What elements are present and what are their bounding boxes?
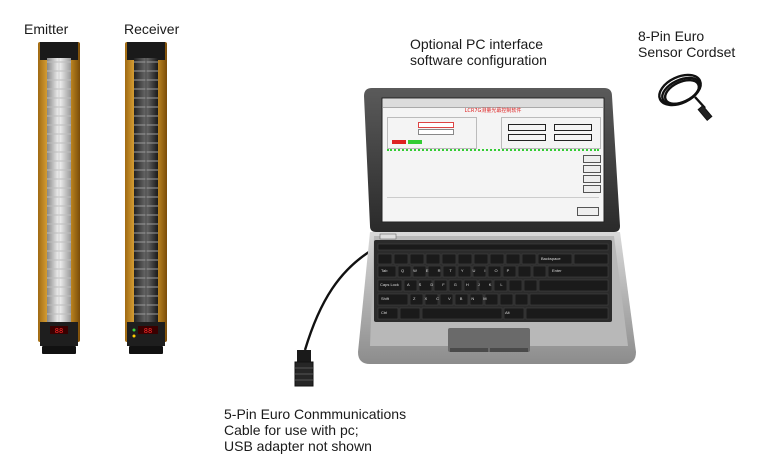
pc-software-line2: software configuration xyxy=(410,52,547,68)
emitter-unit: 88 xyxy=(38,42,80,354)
cable-label: 5-Pin Euro Conmmunications Cable for use… xyxy=(224,406,406,454)
keyboard-keys xyxy=(377,243,609,320)
screen-ok-button xyxy=(577,207,599,216)
svg-text:88: 88 xyxy=(144,327,152,335)
communications-cable xyxy=(294,248,373,387)
screen-panel-left xyxy=(387,117,477,149)
cordset-label: 8-Pin Euro Sensor Cordset xyxy=(638,28,735,60)
pc-software-label: Optional PC interface software configura… xyxy=(410,36,547,68)
cable-line3: USB adapter not shown xyxy=(224,438,372,454)
screen-panel-right xyxy=(501,117,601,149)
pc-software-line1: Optional PC interface xyxy=(410,36,544,52)
svg-text:88: 88 xyxy=(55,327,63,335)
screen-title: LCR7G测量光幕控制软件 xyxy=(464,108,522,114)
receiver-unit: 88 xyxy=(125,42,167,354)
cordset-line1: 8-Pin Euro xyxy=(638,28,705,44)
receiver-label: Receiver xyxy=(124,21,180,37)
screen-bottom-bar xyxy=(387,197,599,204)
software-screen: LCR7G测量光幕控制软件 xyxy=(383,99,603,221)
cable-line2: Cable for use with pc; xyxy=(224,422,359,438)
screen-titlebar xyxy=(383,99,603,108)
sensor-cordset xyxy=(658,73,713,121)
screen-side-buttons xyxy=(583,155,601,195)
beam-status-line xyxy=(387,149,599,153)
emitter-label: Emitter xyxy=(24,21,69,37)
cable-line1: 5-Pin Euro Conmmunications xyxy=(224,406,407,422)
cordset-line2: Sensor Cordset xyxy=(638,44,736,60)
